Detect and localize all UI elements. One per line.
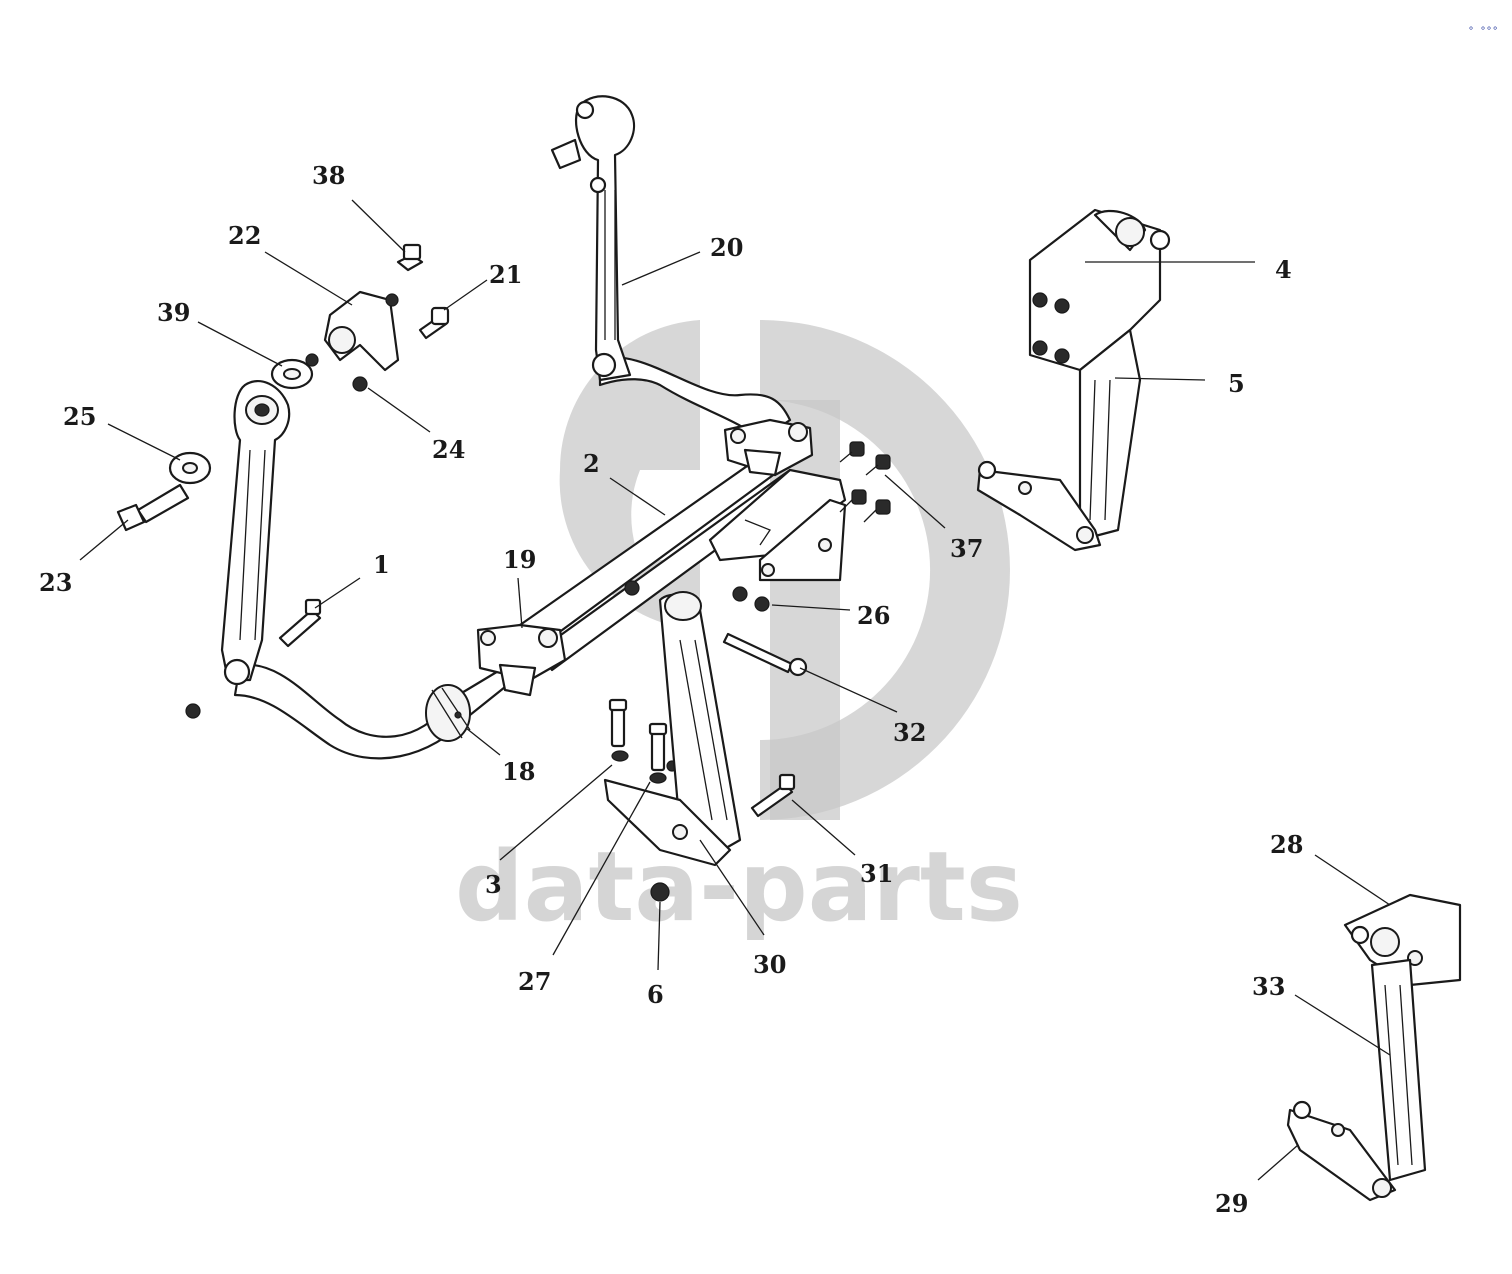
- callout-2: 2: [583, 449, 600, 478]
- callout-6: 6: [647, 980, 664, 1009]
- callout-4: 4: [1275, 255, 1292, 284]
- callout-25: 25: [63, 402, 96, 431]
- callout-21: 21: [489, 260, 522, 289]
- lower-right-shock-absorber-part-33: [1286, 893, 1462, 1202]
- callout-31: 31: [860, 859, 893, 888]
- corner-mark: ° °°°: [1468, 26, 1498, 37]
- mounting-bracket: [708, 468, 847, 582]
- callout-23: 23: [39, 568, 72, 597]
- callout-38: 38: [312, 161, 345, 190]
- callout-27: 27: [518, 967, 551, 996]
- left-link-rod: [220, 379, 291, 686]
- watermark-brand-text: data-parts: [455, 831, 1023, 943]
- shock-absorber-part-30: [603, 591, 742, 867]
- callout-32: 32: [893, 718, 926, 747]
- bushing-clamp-upper: [723, 418, 814, 477]
- upper-link-rod-part-20: [550, 95, 636, 382]
- callout-37: 37: [950, 534, 983, 563]
- bushing-clamp-lower-part-19: [476, 623, 567, 697]
- leader-lines: [79, 199, 1391, 1181]
- callout-3: 3: [485, 870, 502, 899]
- callout-1: 1: [373, 550, 390, 579]
- callout-29: 29: [1215, 1189, 1248, 1218]
- callout-30: 30: [753, 950, 786, 979]
- callout-26: 26: [857, 601, 890, 630]
- callout-22: 22: [228, 221, 261, 250]
- callout-20: 20: [710, 233, 743, 262]
- callout-18: 18: [502, 757, 535, 786]
- callout-19: 19: [503, 545, 536, 574]
- callout-5: 5: [1228, 369, 1245, 398]
- callout-24: 24: [432, 435, 465, 464]
- hardware-bolts: [116, 243, 891, 902]
- right-shock-absorber-part-5: [976, 208, 1171, 552]
- callout-39: 39: [157, 298, 190, 327]
- callout-28: 28: [1270, 830, 1303, 859]
- callout-labels: 38 22 39 25 23 21 24 20 4 5 2 37 1 19 26…: [39, 161, 1303, 1218]
- callout-33: 33: [1252, 972, 1285, 1001]
